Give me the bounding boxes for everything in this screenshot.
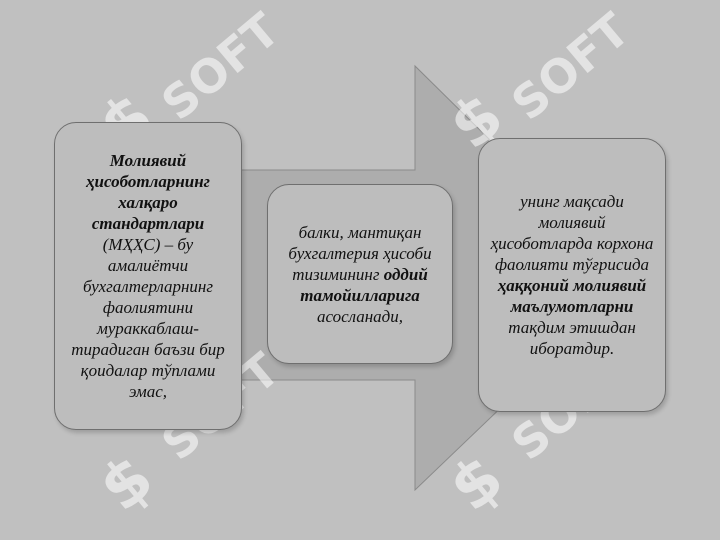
box-middle-bold: оддий тамойилларига [300, 264, 428, 305]
box-middle-before: балки, мантиқан бухгалтерия ҳисоби тизим… [288, 222, 432, 284]
watermark-text: SOFT [501, 2, 640, 131]
box-middle-after: асосланади, [316, 306, 404, 326]
box-right-before: унинг мақсади молиявий ҳисоботларда корх… [490, 192, 654, 274]
box-left-rest: (МҲҲС) – бу амалиётчи бухгалтерларнинг ф… [71, 235, 225, 401]
box-right-text: унинг мақсади молиявий ҳисоботларда корх… [489, 191, 655, 359]
box-right-bold: ҳаққоний молиявий маълумотларни [497, 276, 647, 316]
watermark-icon: $ [86, 441, 168, 526]
box-left-bold: Молиявий ҳисоботларнинг халқаро стандарт… [86, 151, 210, 233]
box-left: Молиявий ҳисоботларнинг халқаро стандарт… [54, 122, 242, 430]
box-middle: балки, мантиқан бухгалтерия ҳисоби тизим… [267, 184, 453, 364]
watermark-text: SOFT [151, 2, 290, 131]
box-right: унинг мақсади молиявий ҳисоботларда корх… [478, 138, 666, 412]
box-middle-text: балки, мантиқан бухгалтерия ҳисоби тизим… [278, 222, 442, 327]
box-right-after: тақдим этишдан иборатдир. [508, 318, 636, 358]
box-left-text: Молиявий ҳисоботларнинг халқаро стандарт… [65, 150, 231, 402]
